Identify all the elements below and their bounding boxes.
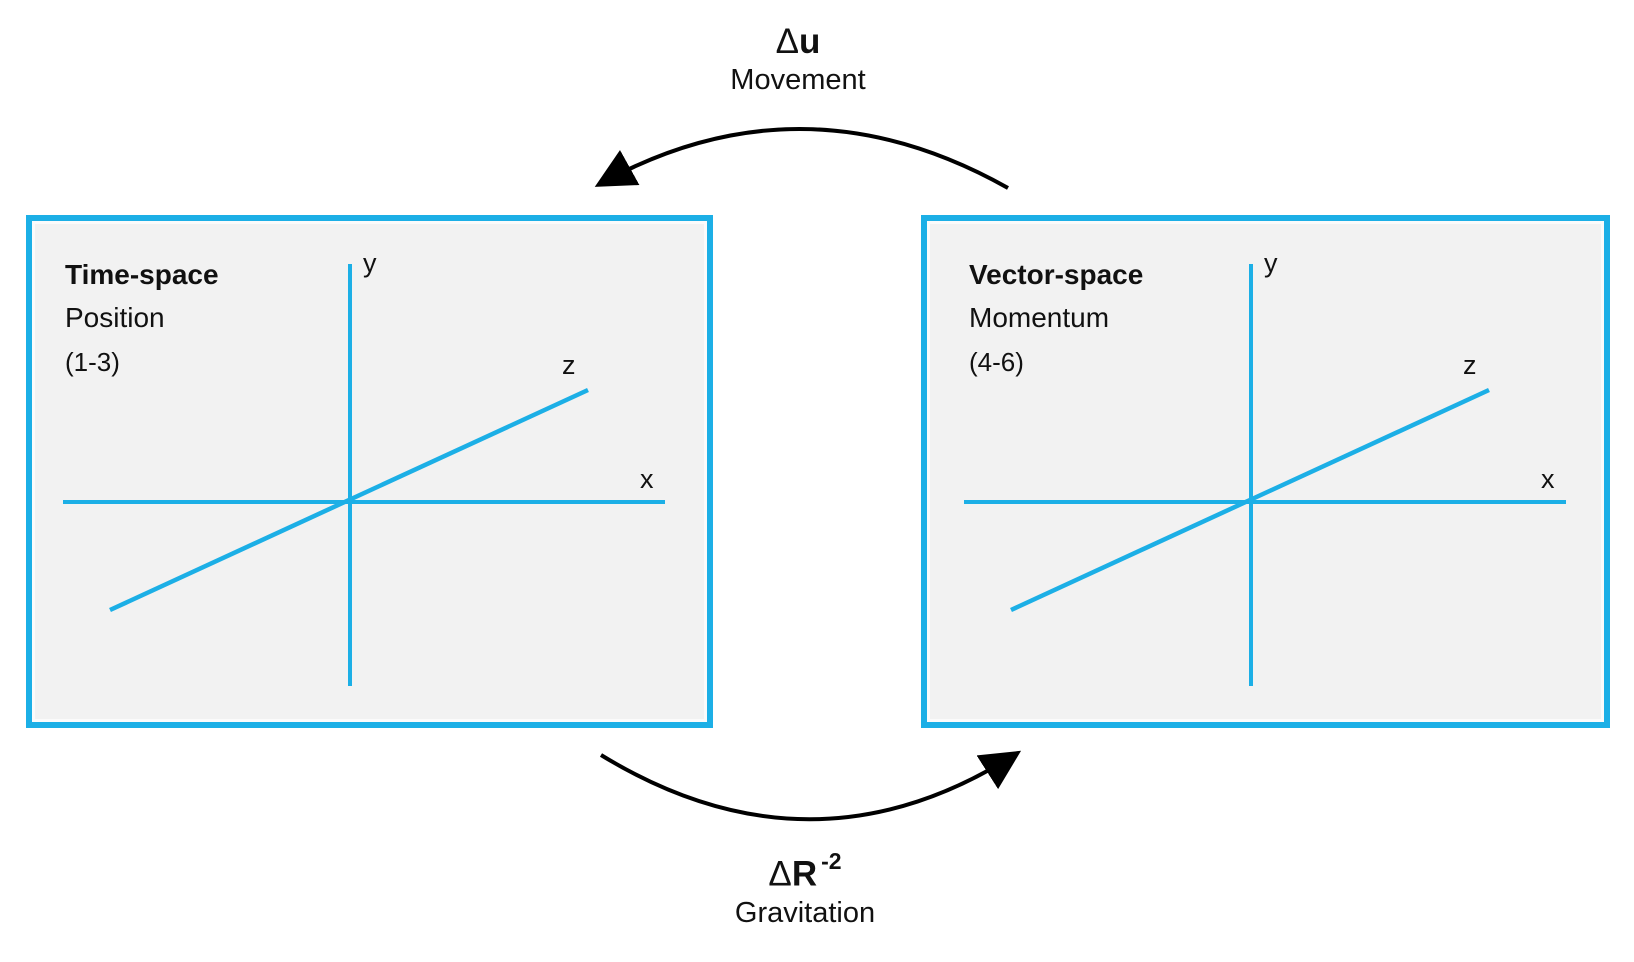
delta-u-symbol: Δu [730,22,865,62]
time-space-panel: Time-space Position (1-3) [26,215,713,728]
left-z-axis-label: z [562,350,576,380]
time-space-caption: Time-space Position (1-3) [65,253,219,385]
vector-space-panel: Vector-space Momentum (4-6) [921,215,1610,728]
panel-title-time-space: Time-space [65,259,219,290]
r-variable: R [791,854,818,894]
exponent-minus-2: -2 [821,848,842,874]
movement-text: Movement [730,64,866,96]
delta-r-symbol: ΔR-2 [735,845,875,895]
right-y-axis-label: y [1264,248,1278,278]
panel-range-1-3: (1-3) [65,347,120,377]
panel-title-vector-space: Vector-space [969,259,1144,290]
gravitation-link-label: ΔR-2 Gravitation [735,845,875,932]
left-y-axis-label: y [363,248,377,278]
movement-arrow [594,127,1009,190]
panel-subtitle-position: Position [65,302,165,333]
delta-glyph: Δ [768,854,792,894]
left-x-axis-label: x [640,464,654,494]
panel-range-4-6: (4-6) [969,347,1024,377]
vector-space-caption: Vector-space Momentum (4-6) [969,253,1143,385]
right-z-axis-label: z [1463,350,1477,380]
delta-glyph: Δ [775,22,799,61]
u-variable: u [798,22,821,61]
gravitation-text: Gravitation [734,896,876,929]
gravitation-arrow [599,750,1022,822]
movement-link-label: Δu Movement [730,22,865,99]
right-x-axis-label: x [1541,464,1555,494]
panel-subtitle-momentum: Momentum [969,302,1110,333]
